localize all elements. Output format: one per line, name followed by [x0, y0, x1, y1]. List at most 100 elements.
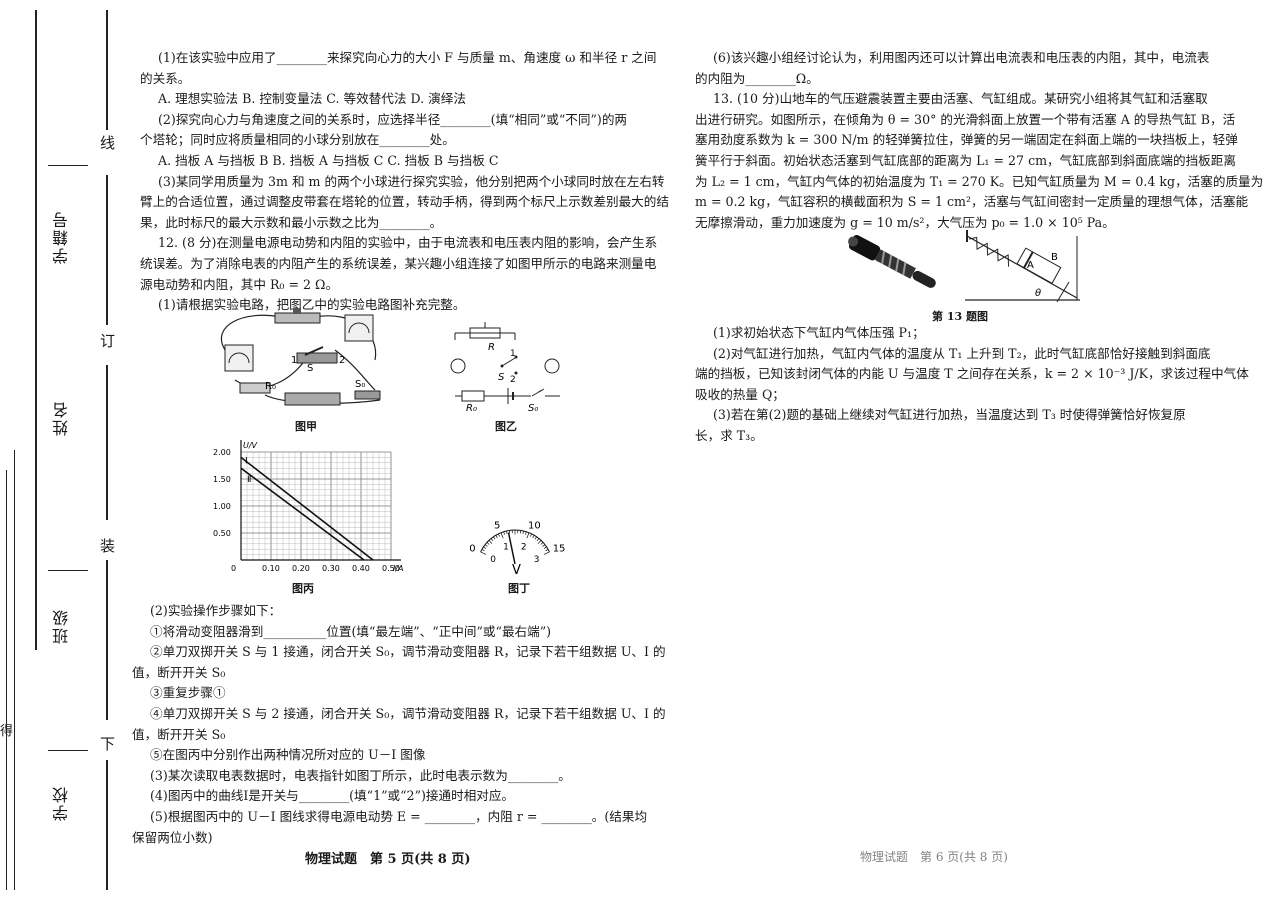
meter-tick [495, 535, 498, 538]
edge-mark: 得 [0, 724, 14, 739]
incline-label-B: B [1051, 252, 1058, 263]
left-page-footer: 物理试题 第 5 页(共 8 页) [305, 852, 471, 867]
x-tick-label: 0.50 [382, 564, 400, 573]
x-tick-label: 0.30 [322, 564, 340, 573]
yi-label-pos2: 2 [510, 375, 516, 385]
meter-tick [543, 551, 550, 555]
q12-part6-line1: (6)该兴趣小组经讨论认为，利用图丙还可以计算出电流表和电压表的内阻，其中，电流… [713, 50, 1210, 65]
series-label-1: Ⅰ [245, 456, 248, 466]
q11-part2-line2: 个塔轮；同时应将质量相同的小球分别放在________处。 [140, 132, 455, 148]
q12-part5-line1: (5)根据图丙中的 U－I 图线求得电源电动势 E = ________，内阻 … [150, 808, 648, 824]
left-column-steps: (2)实验操作步骤如下： ①将滑动变阻器滑到__________位置(填“最左端… [132, 601, 666, 848]
margin-border-inner-3 [106, 365, 108, 520]
chart-axes [240, 440, 401, 561]
q13-part1: (1)求初始状态下气缸内气体压强 P₁； [713, 325, 925, 340]
jia-label-S: S [307, 363, 313, 374]
meter-tick [488, 540, 493, 544]
jia-label-2: 2 [339, 355, 345, 366]
q11-part3-line1: (3)某同学用质量为 3m 和 m 的两个小球进行探究实验，他分别把两个小球同时… [158, 173, 665, 189]
q12-part6-line2: 的内阻为________Ω。 [695, 70, 819, 86]
q13-line5: 为 L₂ = 1 cm，气缸内气体的初始温度为 T₁ = 270 K。已知气缸质… [695, 173, 1264, 189]
q12-part2-heading: (2)实验操作步骤如下： [150, 603, 282, 618]
q13-line6: m = 0.2 kg，气缸容积的横截面积为 S = 1 cm²，活塞与气缸间密封… [695, 194, 1249, 210]
q13-part2-line1: (2)对气缸进行加热，气缸内气体的温度从 T₁ 上升到 T₂，此时气缸底部恰好接… [713, 345, 1211, 361]
yi-label-pos1: 1 [510, 349, 516, 359]
binding-mark-ding: 订 [100, 332, 116, 350]
series-label-2: Ⅱ [247, 475, 251, 485]
meter-tick [481, 549, 485, 552]
binding-mark-xia: 下 [100, 735, 116, 753]
q13-figure-caption: 第 13 题图 [932, 310, 988, 323]
q11-part2-options: A. 挡板 A 与挡板 B B. 挡板 A 与挡板 C C. 挡板 B 与挡板 … [158, 152, 499, 168]
meter-tick [540, 542, 544, 545]
caption-yi: 图乙 [495, 420, 517, 433]
right-column-top: (6)该兴趣小组经讨论认为，利用图丙还可以计算出电流表和电压表的内阻，其中，电流… [695, 48, 1264, 233]
meter-tick [536, 538, 540, 542]
meter-tick [503, 531, 505, 535]
margin-border-outer [35, 10, 37, 650]
q12-step1: ①将滑动变阻器滑到__________位置(填“最左端”、“正中间”或“最右端”… [150, 623, 552, 639]
q12-step5: ⑤在图丙中分别作出两种情况所对应的 U－I 图像 [150, 747, 426, 763]
q13-part2-line2: 端的挡板，已知该封闭气体的内能 U 与温度 T 之间存在关系，k = 2 × 1… [695, 366, 1249, 382]
q12-step3: ③重复步骤① [150, 685, 226, 701]
school-blank[interactable] [48, 750, 88, 751]
caption-jia: 图甲 [295, 420, 317, 433]
q12-step2-line1: ②单刀双掷开关 S 与 1 接通，闭合开关 S₀，调节滑动变阻器 R，记录下若干… [150, 644, 666, 660]
meter-upper-label: 10 [528, 520, 541, 531]
incline-label-theta: θ [1035, 288, 1041, 299]
series-line-2 [240, 467, 365, 561]
q12-step4-line1: ④单刀双掷开关 S 与 2 接通，闭合开关 S₀，调节滑动变阻器 R，记录下若干… [150, 705, 666, 721]
x-axis-label: I/A [393, 564, 404, 573]
meter-tick [525, 531, 527, 535]
meter-tick [543, 546, 547, 549]
q13-part3-line2: 长，求 T₃。 [695, 427, 763, 443]
chart-series: ⅠⅡ [240, 456, 374, 561]
student-id-blank[interactable] [48, 165, 88, 166]
y-axis-label: U/V [243, 441, 258, 450]
q11-part3-line2: 臂上的合适位置，通过调整皮带套在塔轮的位置，转动手柄，得到两个标尺上示数差别最大… [140, 194, 669, 210]
q13-line7: 无摩擦滑动，重力加速度为 g = 10 m/s²，大气压为 p₀ = 1.0 ×… [695, 214, 1115, 230]
q12-part5-line2: 保留两位小数) [132, 829, 213, 845]
yi-label-S0: S₀ [528, 403, 538, 413]
chart-grid [240, 451, 392, 561]
margin-edge-line-2 [14, 450, 15, 890]
right-page-footer: 物理试题 第 6 页(共 8 页) [860, 850, 1008, 864]
x-tick-label: 0 [231, 564, 236, 573]
q12-part4: (4)图丙中的曲线Ⅰ是开关与________(填“1”或“2”)接通时相对应。 [150, 788, 515, 804]
x-tick-label: 0.10 [262, 564, 280, 573]
circuit-figure-yi: R S R₀ S₀ 1 2 [450, 322, 560, 413]
meter-tick [545, 549, 549, 552]
binding-mark-zhuang: 装 [100, 537, 116, 555]
q12-intro-line1: 12. (8 分)在测量电源电动势和内阻的实验中，由于电流表和电压表内阻的影响，… [158, 235, 658, 251]
meter-tick [537, 540, 542, 544]
caption-bing: 图丙 [292, 582, 314, 595]
q13-line1: 13. (10 分)山地车的气压避震装置主要由活塞、气缸组成。某研究小组将其气缸… [713, 91, 1208, 107]
meter-tick [484, 544, 488, 547]
q12-step4-line2: 值，断开开关 S₀ [132, 726, 226, 742]
meter-tick [542, 544, 546, 547]
right-column-questions: (1)求初始状态下气缸内气体压强 P₁； (2)对气缸进行加热，气缸内气体的温度… [695, 323, 1249, 447]
yi-label-R: R [488, 342, 495, 353]
q11-part3-line3: 果，此时标尺的最大示数和最小示数之比为________。 [140, 214, 443, 230]
student-id-label: 学籍号 [52, 210, 71, 264]
margin-border-inner [106, 10, 108, 130]
meter-upper-label: 0 [469, 544, 475, 555]
yi-label-S: S [498, 372, 505, 383]
q13-incline-diagram: A B θ [965, 230, 1080, 303]
yi-label-R0: R₀ [466, 403, 477, 413]
meter-tick [486, 542, 490, 545]
meter-upper-label: 15 [553, 544, 566, 555]
class-blank[interactable] [48, 570, 88, 571]
q11-part1-line2: 的关系。 [140, 70, 191, 86]
meter-unit-label: V [512, 563, 521, 577]
meter-tick [506, 530, 508, 534]
meter-tick [532, 535, 535, 538]
meter-lower-label: 2 [521, 543, 527, 553]
class-label: 班级 [52, 608, 71, 644]
binding-mark-line: 线 [100, 134, 116, 152]
meter-tick [526, 532, 530, 539]
meter-tick [498, 533, 500, 537]
